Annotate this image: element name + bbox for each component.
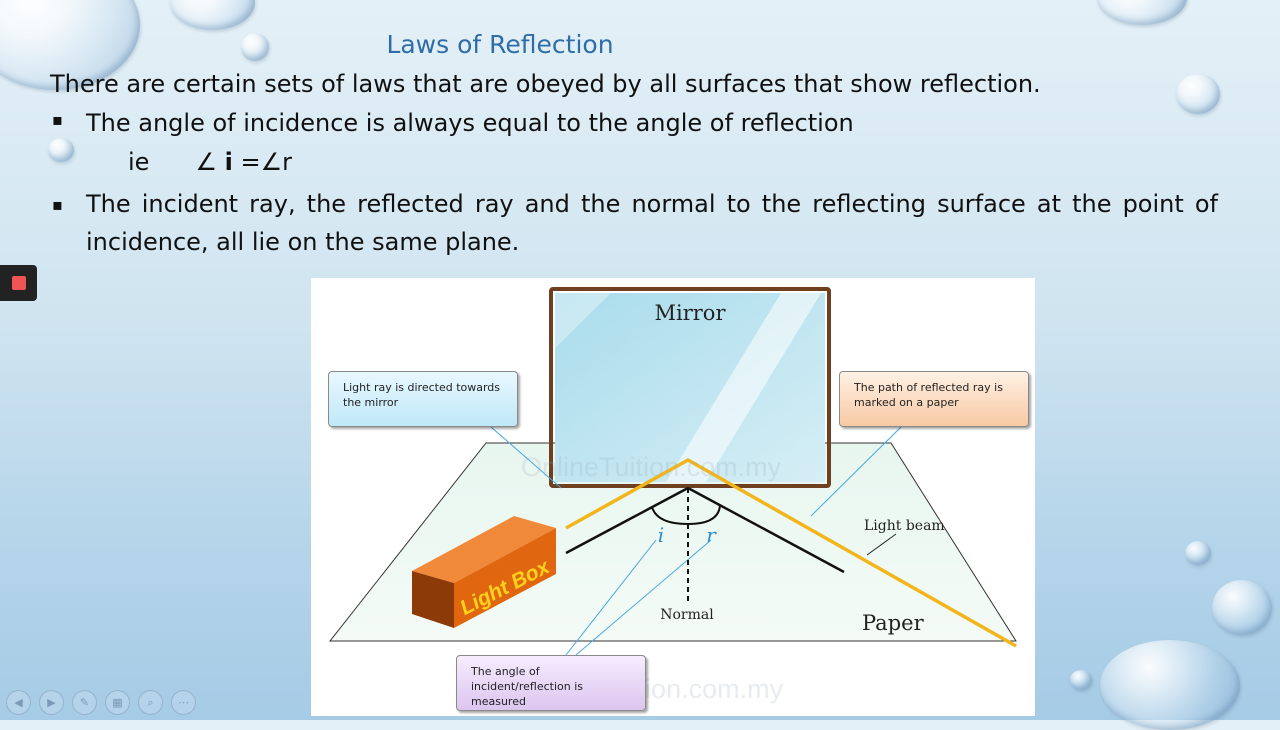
callout-angle-measured: The angle of incident/reflection is meas… (456, 655, 646, 711)
zoom-icon: ⌕ (147, 695, 154, 709)
callout-leader-bottom (565, 539, 657, 656)
slideshow-toolbar: ◀ ▶ ✎ ▦ ⌕ ⋯ (6, 690, 196, 715)
reflected-ray-trace (687, 486, 845, 574)
light-box-front (454, 528, 556, 628)
zoom-button[interactable]: ⌕ (138, 690, 163, 715)
water-drop-decoration (1185, 541, 1211, 565)
reflected-angle-arc (687, 504, 721, 525)
formula-ie: ie (128, 148, 150, 176)
bullet-same-plane: ▪ The incident ray, the reflected ray an… (52, 185, 1218, 261)
mirror-label: Mirror (655, 301, 727, 325)
previous-slide-button[interactable]: ◀ (6, 690, 31, 715)
water-drop-decoration (48, 138, 74, 162)
angle-symbol: ∠ (195, 148, 217, 176)
reflected-angle-label: r (706, 523, 717, 547)
light-box-top (412, 516, 556, 583)
water-drop-decoration (1176, 74, 1220, 114)
diagram-canvas: Mirror Normal i r Light beam Paper (328, 287, 1017, 704)
mirror-frame (549, 287, 831, 488)
see-all-slides-button[interactable]: ▦ (105, 690, 130, 715)
light-beam-leader (866, 533, 897, 556)
formula-rest: =∠r (232, 148, 292, 176)
bullet-marker: ▪ (52, 110, 63, 129)
water-drop-decoration (241, 33, 269, 61)
incident-ray-trace (565, 486, 689, 555)
bullet-text: The angle of incidence is always equal t… (86, 109, 854, 137)
water-drop-decoration (1070, 670, 1092, 690)
callout-reflected-path-marked: The path of reflected ray is marked on a… (839, 371, 1029, 427)
mirror-shine (666, 293, 821, 482)
next-slide-button[interactable]: ▶ (39, 690, 64, 715)
callout-light-ray-directed: Light ray is directed towards the mirror (328, 371, 518, 427)
stop-recording-button[interactable] (0, 265, 37, 301)
watermark: OnlineTuition.com.my (521, 452, 782, 482)
pen-icon: ✎ (79, 696, 90, 709)
slide-title: Laws of Reflection (386, 30, 614, 59)
more-options-button[interactable]: ⋯ (171, 690, 196, 715)
callout-leader-bottom (575, 539, 712, 656)
paper-label: Paper (862, 611, 925, 635)
bullet-marker: ▪ (52, 195, 63, 214)
stop-record-icon (12, 276, 26, 290)
water-drop-decoration (170, 0, 255, 30)
light-box-side (412, 571, 454, 628)
mirror-shine (555, 293, 611, 348)
angle-formula: ie ∠ i =∠r (128, 148, 292, 176)
water-drop-decoration (1097, 0, 1187, 25)
intro-text: There are certain sets of laws that are … (50, 70, 1041, 98)
more-options-icon: ⋯ (178, 696, 189, 709)
next-slide-icon: ▶ (47, 696, 56, 709)
bullet-text: The incident ray, the reflected ray and … (86, 190, 1218, 256)
light-beam (565, 457, 1017, 648)
previous-slide-icon: ◀ (14, 696, 23, 709)
normal-label: Normal (660, 607, 714, 623)
reflection-diagram: Mirror Normal i r Light beam Paper (311, 278, 1035, 716)
incident-angle-label: i (658, 523, 664, 547)
callout-leader-right (810, 426, 902, 517)
callout-leader-left (490, 426, 562, 489)
incident-angle-arc (651, 506, 689, 525)
water-drop-decoration (1100, 640, 1240, 730)
water-drop-decoration (1212, 580, 1272, 635)
light-beam-label: Light beam (864, 518, 945, 534)
pen-tool-button[interactable]: ✎ (72, 690, 97, 715)
bullet-angle-equality: ▪ The angle of incidence is always equal… (52, 109, 854, 137)
formula-angle-i: i (224, 148, 233, 176)
slides-grid-icon: ▦ (112, 696, 123, 709)
